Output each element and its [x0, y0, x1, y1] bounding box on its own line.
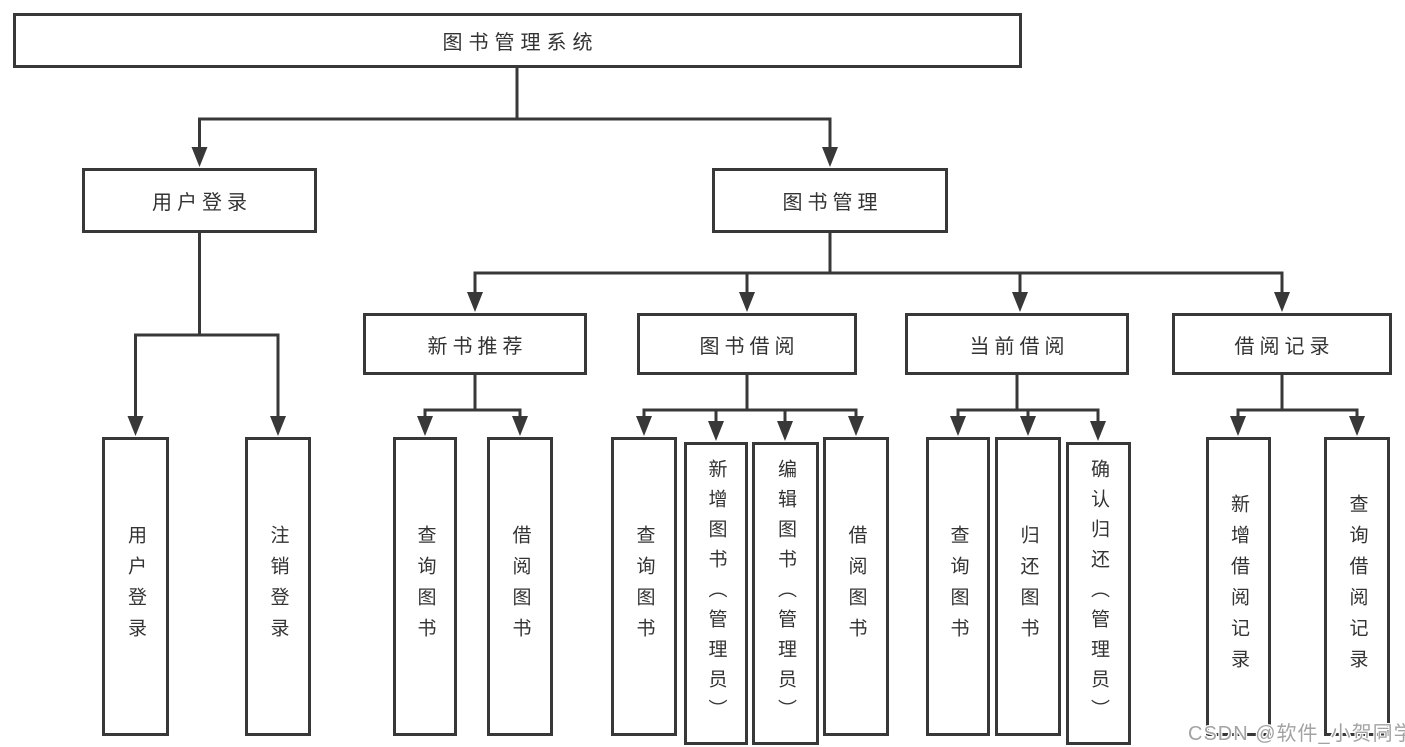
leaf-borrow-books-recommend: 借阅图书	[487, 437, 553, 736]
leaf-borrow-books-borrowing: 借阅图书	[823, 437, 889, 736]
leaf-label: 查询借阅记录	[1346, 493, 1368, 680]
node-current-borrowing: 当前借阅	[905, 313, 1129, 375]
leaf-label: 借阅图书	[845, 524, 867, 649]
leaf-label: 用户登录	[125, 524, 146, 649]
leaf-label: 新增图书（管理员）	[705, 458, 727, 729]
watermark: CSDN @软件_小贺同学	[1188, 723, 1405, 745]
leaf-label: 注销登录	[267, 524, 289, 649]
node-new-book-recommend: 新书推荐	[363, 313, 587, 375]
node-root: 图书管理系统	[13, 13, 1022, 68]
leaf-label: 归还图书	[1017, 524, 1039, 649]
leaf-return-books: 归还图书	[995, 437, 1061, 736]
leaf-user-login: 用户登录	[102, 437, 169, 736]
leaf-confirm-return-admin: 确认归还（管理员）	[1066, 442, 1131, 745]
node-book-borrowing: 图书借阅	[637, 313, 857, 375]
leaf-query-books-borrowing: 查询图书	[611, 437, 677, 736]
leaf-label: 查询图书	[633, 524, 655, 649]
arrowheads	[127, 147, 1365, 441]
leaf-label: 确认归还（管理员）	[1088, 458, 1109, 729]
leaf-edit-books-admin: 编辑图书（管理员）	[752, 442, 819, 745]
leaf-add-borrow-record: 新增借阅记录	[1206, 437, 1271, 736]
node-borrowing-records: 借阅记录	[1172, 313, 1392, 375]
leaf-label: 编辑图书（管理员）	[775, 458, 796, 729]
node-user-login: 用户登录	[82, 168, 317, 233]
leaf-add-books-admin: 新增图书（管理员）	[684, 442, 748, 745]
leaf-label: 查询图书	[947, 524, 969, 649]
leaf-label: 借阅图书	[509, 524, 531, 649]
leaf-query-books-recommend: 查询图书	[393, 437, 457, 736]
leaf-logout: 注销登录	[245, 437, 311, 736]
leaf-query-borrow-record: 查询借阅记录	[1324, 437, 1390, 736]
node-book-management: 图书管理	[712, 168, 948, 233]
leaf-label: 查询图书	[414, 524, 436, 649]
leaf-label: 新增借阅记录	[1228, 493, 1249, 680]
leaf-query-books-current: 查询图书	[926, 437, 990, 736]
